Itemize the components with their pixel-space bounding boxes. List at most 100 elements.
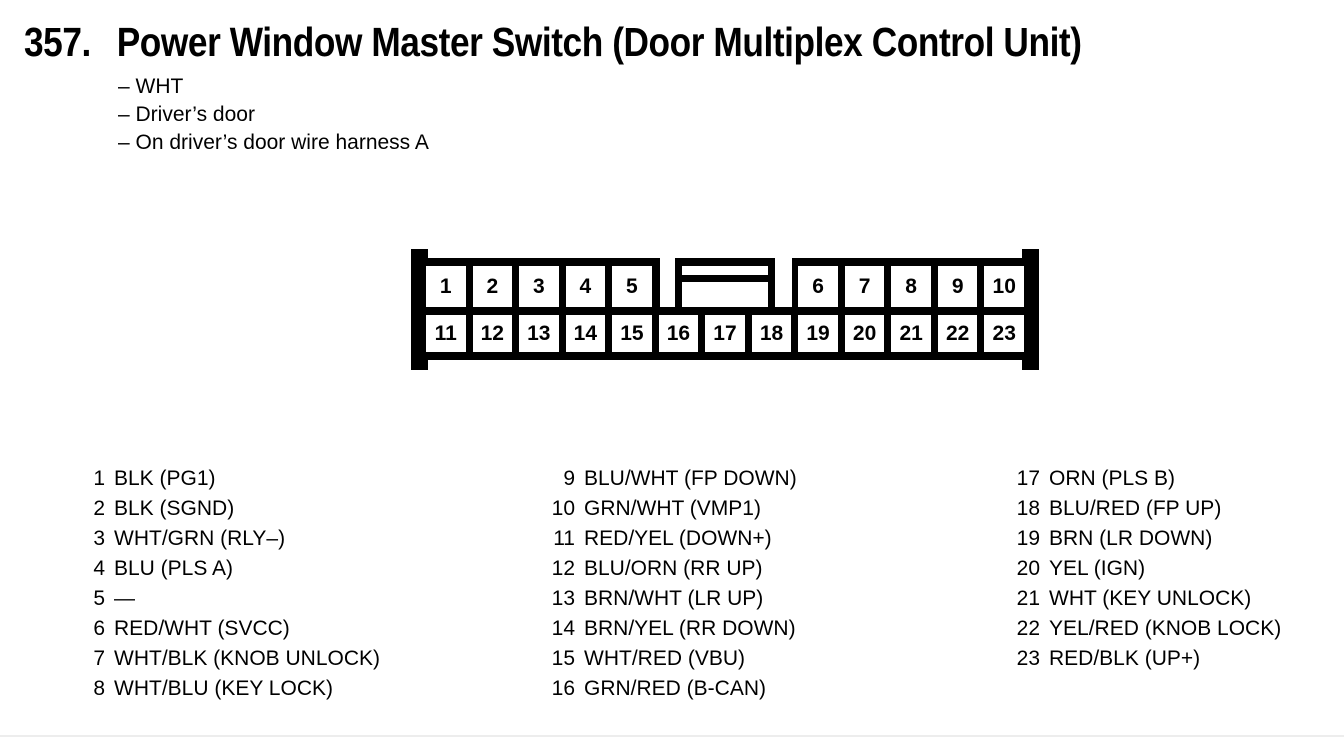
connector-key-tab-slot-upper: [682, 266, 768, 275]
connector-pin-22: 22: [937, 315, 978, 352]
pin-number: 1: [93, 467, 105, 490]
pin-description: WHT/RED (VBU): [584, 647, 745, 670]
connector-pin-18: 18: [751, 315, 792, 352]
pin-number: 23: [1016, 647, 1040, 670]
pin-number: 2: [93, 497, 105, 520]
pin-number: 15: [551, 647, 575, 670]
page-edge-line: [0, 735, 1344, 737]
pin-description: WHT/BLU (KEY LOCK): [114, 677, 333, 700]
connector-corner-tab-bottom-left: [411, 354, 428, 370]
pin-18-entry: 18 BLU/RED (FP UP): [1012, 494, 1281, 524]
pin-number: 4: [93, 557, 105, 580]
pin-1-entry: 1 BLK (PG1): [77, 464, 380, 494]
connector-pin-2: 2: [472, 266, 513, 307]
pin-number: 22: [1016, 617, 1040, 640]
pin-number: 21: [1016, 587, 1040, 610]
pin-description: BLU/RED (FP UP): [1049, 497, 1222, 520]
connector-top-gap-right: [775, 258, 792, 307]
pin-22-entry: 22 YEL/RED (KNOB LOCK): [1012, 614, 1282, 644]
connector-pin-10: 10: [984, 266, 1024, 307]
pin-description: BLU (PLS A): [114, 557, 234, 580]
pin-5-entry: 5—: [77, 584, 380, 614]
pin-number: 19: [1016, 527, 1040, 550]
connector-right-flange: [1031, 249, 1039, 370]
connector-pin-15: 15: [612, 315, 652, 352]
pin-description: BRN (LR DOWN): [1049, 527, 1213, 550]
pin-number: 17: [1016, 467, 1040, 490]
pin-description: BRN/WHT (LR UP): [584, 587, 764, 610]
pin-description: BRN/YEL (RR DOWN): [584, 617, 796, 640]
page-title: 357. Power Window Master Switch (Door Mu…: [24, 20, 1082, 64]
connector-pin-14: 14: [565, 315, 606, 352]
pin-21-entry: 21 WHT (KEY UNLOCK): [1012, 584, 1281, 614]
pin-number: 7: [93, 647, 105, 670]
pin-description: BLU/ORN (RR UP): [584, 557, 763, 580]
pin-description: RED/YEL (DOWN+): [584, 527, 772, 550]
pin-description: —: [114, 587, 135, 610]
pin-number: 16: [551, 677, 575, 700]
section-title: Power Window Master Switch (Door Multipl…: [116, 19, 1082, 65]
pin-description: RED/WHT (SVCC): [114, 617, 290, 640]
connector-key-tab-slot-lower: [682, 282, 768, 307]
pin-number: 13: [551, 587, 575, 610]
pin-12-entry: 12 BLU/ORN (RR UP): [547, 554, 797, 584]
connector-left-flange: [411, 249, 419, 370]
pin-description: RED/BLK (UP+): [1049, 647, 1201, 670]
connector-pin-13: 13: [519, 315, 559, 352]
connector-pin-3: 3: [519, 266, 559, 307]
connector-corner-tab-top-left: [411, 249, 428, 265]
connector-pin-20: 20: [844, 315, 885, 352]
pin-number: 6: [93, 617, 105, 640]
pin-number: 20: [1016, 557, 1040, 580]
connector-pin-4: 4: [565, 266, 606, 307]
connector-pin-8: 8: [891, 266, 931, 307]
connector-corner-tab-top-right: [1022, 249, 1039, 265]
pin-9-entry: 9 BLU/WHT (FP DOWN): [547, 464, 797, 494]
connector-pin-12: 12: [472, 315, 513, 352]
pin-number: 10: [551, 497, 575, 520]
connector-pin-23: 23: [984, 315, 1024, 352]
pin-number: 8: [93, 677, 105, 700]
pin-4-entry: 4 BLU (PLS A): [77, 554, 380, 584]
pin-number: 9: [563, 467, 575, 490]
pin-number: 11: [553, 527, 575, 550]
pin-description: WHT/GRN (RLY–): [114, 527, 286, 550]
pin-number: 14: [551, 617, 575, 640]
pin-19-entry: 19 BRN (LR DOWN): [1012, 524, 1281, 554]
pin-14-entry: 14 BRN/YEL (RR DOWN): [547, 614, 797, 644]
pin-2-entry: 2 BLK (SGND): [77, 494, 380, 524]
pin-23-entry: 23 RED/BLK (UP+): [1012, 644, 1281, 674]
pin-6-entry: 6 RED/WHT (SVCC): [77, 614, 380, 644]
pin-description: YEL/RED (KNOB LOCK): [1049, 617, 1282, 640]
connector-top-gap-left: [660, 258, 675, 307]
connector-pin-17: 17: [705, 315, 745, 352]
connector-pin-16: 16: [658, 315, 699, 352]
connector-pin-21: 21: [891, 315, 931, 352]
connector-pin-5: 5: [612, 266, 652, 307]
pin-description: BLU/WHT (FP DOWN): [584, 467, 797, 490]
pin-description: WHT/BLK (KNOB UNLOCK): [114, 647, 381, 670]
pin-8-entry: 8 WHT/BLU (KEY LOCK): [77, 674, 380, 704]
pin-description: BLK (SGND): [114, 497, 235, 520]
note-wire-color: – WHT: [118, 75, 184, 98]
connector-notes: – WHT – Driver’s door – On driver’s door…: [118, 73, 429, 157]
pin-description: BLK (PG1): [114, 467, 216, 490]
pin-number: 18: [1016, 497, 1040, 520]
note-location: – Driver’s door: [118, 103, 255, 126]
connector-pin-1: 1: [426, 266, 466, 307]
pin-13-entry: 13 BRN/WHT (LR UP): [547, 584, 797, 614]
connector-pin-6: 6: [798, 266, 838, 307]
pin-number: 5: [93, 587, 105, 610]
pin-number: 12: [551, 557, 575, 580]
pin-description: WHT (KEY UNLOCK): [1049, 587, 1252, 610]
